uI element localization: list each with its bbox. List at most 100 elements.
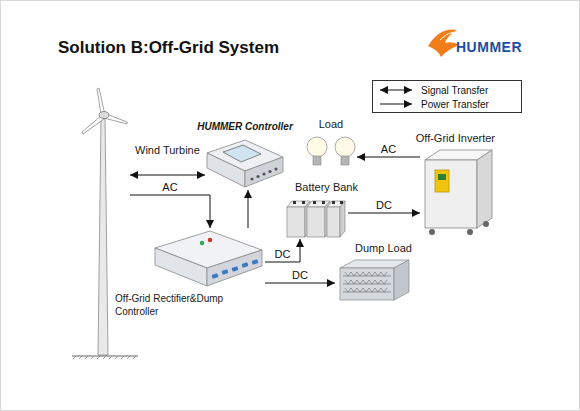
node-label: Off-Grid Inverter: [416, 132, 495, 145]
battery-bank-picture-part: [293, 201, 296, 204]
controller-device: [207, 140, 283, 187]
wind-turbine-part: [98, 119, 108, 355]
light-bulbs-part: [341, 156, 349, 165]
label-holder: Off-Grid Inverter: [416, 128, 495, 148]
inverter-cabinet-part: [467, 229, 473, 235]
power-connector: [248, 190, 249, 228]
rectifier-device-part: [242, 262, 249, 268]
legend-sample: [379, 99, 413, 109]
battery-bank-picture-part: [287, 207, 305, 237]
inverter-cabinet: [425, 150, 492, 235]
legend-sample: [379, 85, 413, 95]
dump-load-picture-part: [345, 280, 387, 284]
power-connector: [130, 175, 205, 176]
battery-bank-picture-part: [307, 207, 325, 237]
wind-turbine-part: [99, 112, 109, 119]
connector-label: DC: [273, 248, 293, 260]
inverter-cabinet-part: [438, 174, 446, 180]
controller-device-part: [274, 167, 277, 170]
rectifier-device: [155, 231, 262, 286]
battery-bank-picture-part: [340, 201, 343, 204]
controller-device-part: [268, 170, 271, 173]
dump-load-picture-part: [343, 276, 391, 292]
power-connector: [265, 283, 335, 284]
inverter-cabinet-part: [477, 150, 492, 228]
rectifier-device-part: [232, 266, 239, 272]
legend-text: Signal Transfer: [421, 85, 488, 96]
connector-label: AC: [379, 143, 398, 155]
legend-arrow: [380, 90, 412, 91]
controller-device-part: [223, 145, 261, 162]
controller-device-part: [256, 175, 259, 178]
legend-row: Signal Transfer: [379, 83, 515, 97]
inverter-cabinet-part: [429, 229, 435, 235]
battery-bank-picture: [287, 201, 345, 237]
legend-box: Signal TransferPower Transfer: [372, 80, 522, 113]
battery-bank-node: Battery Bank: [285, 197, 348, 239]
load-node: Load: [305, 135, 357, 170]
power-connector: [265, 239, 300, 262]
battery-bank-picture-part: [322, 201, 325, 204]
power-connector: [357, 157, 420, 158]
dump-load-picture-part: [340, 268, 394, 300]
dump-load-node: Dump Load: [335, 258, 410, 303]
connector-label: DC: [374, 199, 394, 211]
rectifier-device-part: [222, 269, 229, 275]
rectifier-device-part: [208, 238, 212, 242]
wind-turbine: [72, 88, 138, 359]
dump-load-picture-part: [345, 288, 387, 292]
battery-bank-picture-part: [313, 201, 316, 204]
inverter-cabinet-part: [425, 160, 477, 228]
legend-text: Power Transfer: [421, 99, 489, 110]
dump-load-picture-part: [345, 272, 387, 276]
battery-bank-picture-part: [340, 201, 345, 237]
controller-device-part: [262, 172, 265, 175]
power-connector: [348, 213, 420, 214]
node-label: HUMMER Controller: [197, 120, 293, 133]
rectifier-device-part: [155, 248, 207, 286]
connector-label: AC: [160, 181, 179, 193]
node-label: Wind Turbine: [135, 144, 200, 157]
logo-bird-part: [440, 32, 454, 40]
node-label: Off-Grid Rectifier&Dump Controller: [115, 292, 240, 318]
inverter-node: Off-Grid Inverter: [420, 148, 495, 238]
logo-bird-part: [428, 30, 459, 57]
label-holder: Load: [305, 114, 357, 135]
label-holder: Wind Turbine: [135, 140, 200, 158]
light-bulbs: [307, 137, 355, 165]
light-bulbs-part: [313, 156, 321, 165]
controller-device-part: [245, 157, 283, 187]
light-bulbs-part: [307, 137, 327, 157]
wind-turbine-part: [82, 116, 104, 134]
label-holder: HUMMER Controller: [195, 116, 295, 135]
battery-bank-picture-part: [302, 201, 305, 204]
controller-node: HUMMER Controller: [205, 135, 285, 190]
logo-bird: [428, 30, 459, 57]
battery-bank-picture-part: [327, 207, 340, 237]
rectifier-device-part: [212, 273, 219, 279]
legend-row: Power Transfer: [379, 97, 515, 111]
node-label: Load: [319, 118, 343, 131]
wind-turbine-part: [73, 356, 136, 359]
inverter-cabinet-part: [483, 221, 489, 227]
rectifier-device-part: [252, 259, 259, 265]
dump-load-picture-part: [394, 260, 409, 300]
connector-label: DC: [290, 269, 310, 281]
node-label: Battery Bank: [295, 181, 358, 194]
power-connector: [130, 195, 210, 228]
diagram-title: Solution B:Off-Grid System: [58, 38, 279, 58]
light-bulbs-part: [335, 137, 355, 157]
wind-turbine-node: Wind Turbine: [70, 85, 130, 360]
label-holder: Battery Bank: [295, 177, 358, 197]
dump-load-picture: [340, 260, 409, 300]
rectifier-device-part: [207, 250, 262, 286]
wind-turbine-part: [97, 88, 105, 115]
controller-device-part: [250, 177, 253, 180]
inverter-cabinet-part: [435, 170, 449, 192]
battery-bank-picture-part: [332, 201, 335, 204]
